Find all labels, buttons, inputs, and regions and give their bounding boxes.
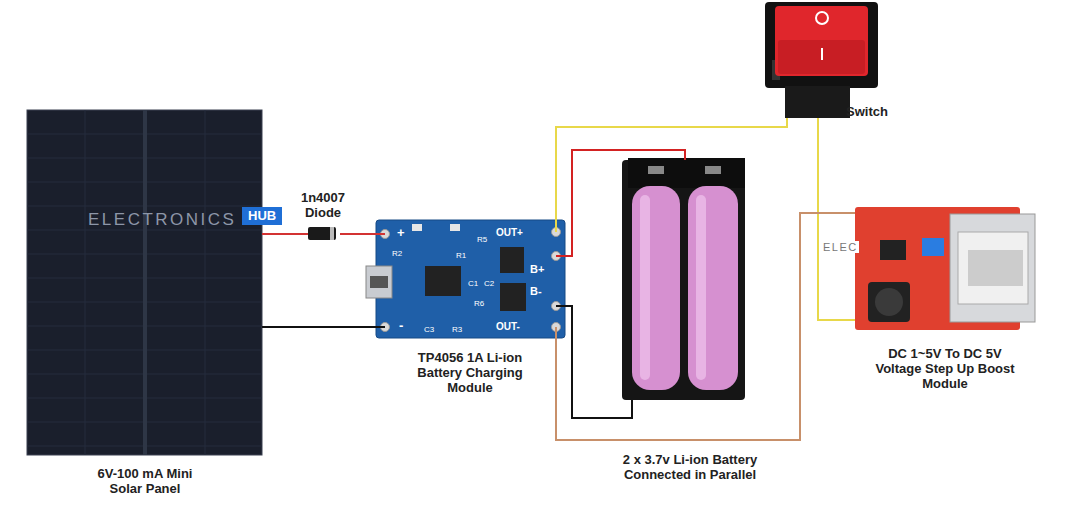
component-designator: C1 bbox=[468, 280, 478, 289]
wire-stub bbox=[376, 233, 385, 235]
charger-board-art bbox=[366, 266, 392, 298]
wire bbox=[565, 306, 632, 418]
solar-panel-art bbox=[27, 110, 262, 455]
pin-label: OUT- bbox=[496, 321, 520, 332]
solar-panel-art bbox=[27, 110, 262, 455]
caption-text: Switch bbox=[846, 104, 906, 119]
caption-text: 2 x 3.7v Li-ion Battery Connected in Par… bbox=[599, 452, 781, 482]
solar-panel-art bbox=[27, 110, 262, 455]
charger-board-art bbox=[500, 247, 524, 273]
diode-art bbox=[308, 227, 336, 240]
pin-label: + bbox=[397, 226, 405, 240]
watermark-tag: HUB bbox=[242, 207, 282, 225]
boost-board-art bbox=[855, 207, 1035, 330]
charger-board-art bbox=[450, 224, 460, 231]
diode-art bbox=[330, 227, 334, 240]
boost-board-art bbox=[950, 214, 1035, 322]
boost-board-art bbox=[922, 238, 944, 256]
wire-stub bbox=[556, 305, 565, 307]
battery-holder-art bbox=[688, 186, 738, 390]
wire bbox=[565, 150, 685, 256]
boost-board-art bbox=[868, 282, 910, 322]
component-designator: R2 bbox=[392, 250, 402, 259]
battery-holder-art bbox=[648, 166, 664, 174]
rocker-switch-art bbox=[765, 2, 878, 118]
solar-panel-art bbox=[143, 110, 147, 455]
wire-stub bbox=[555, 220, 557, 232]
wire-stub bbox=[376, 326, 385, 328]
battery-holder-art bbox=[696, 195, 706, 380]
wire bbox=[818, 118, 855, 320]
wire bbox=[340, 233, 376, 235]
rocker-switch-art bbox=[785, 86, 850, 118]
charger-board-art bbox=[500, 283, 526, 311]
wire bbox=[262, 233, 308, 235]
charger-board-art bbox=[370, 276, 388, 288]
caption-text: 1n4007 Diode bbox=[291, 190, 355, 220]
component-designator: R3 bbox=[452, 326, 462, 335]
boost-board-art bbox=[875, 288, 903, 316]
charger-board-art bbox=[412, 224, 422, 231]
battery-holder-art bbox=[640, 195, 650, 380]
rocker-switch-art bbox=[821, 48, 823, 60]
component-designator: R6 bbox=[474, 300, 484, 309]
boost-board-art bbox=[958, 232, 1028, 304]
pin-label: B- bbox=[530, 285, 542, 297]
rocker-switch: Switch bbox=[765, 2, 878, 118]
wire bbox=[556, 118, 787, 220]
pin-label: - bbox=[399, 319, 403, 333]
battery-holder-art bbox=[622, 160, 745, 400]
component-designator: C3 bbox=[424, 326, 434, 335]
diode-art bbox=[308, 227, 336, 240]
wire-stub bbox=[556, 255, 565, 257]
diode: 1n4007 Diode bbox=[308, 226, 340, 240]
watermark: ELEC bbox=[822, 241, 859, 253]
component-designator: R5 bbox=[477, 236, 487, 245]
battery-holder-art bbox=[705, 166, 721, 174]
battery-holder-art bbox=[632, 186, 680, 390]
watermark: ELECTRONICS bbox=[88, 211, 236, 230]
rocker-switch-art bbox=[775, 6, 868, 76]
wire-stub bbox=[376, 220, 565, 338]
rocker-switch-art bbox=[778, 40, 865, 74]
caption-text: TP4056 1A Li-ion Battery Charging Module bbox=[408, 350, 532, 395]
component-designator: C2 bbox=[484, 280, 494, 289]
wire bbox=[556, 213, 855, 440]
pin-label: OUT+ bbox=[496, 227, 523, 238]
charger-board-art bbox=[366, 220, 565, 338]
caption-text: DC 1~5V To DC 5V Voltage Step Up Boost M… bbox=[871, 346, 1019, 391]
pin-label: B+ bbox=[530, 263, 544, 275]
solar-panel: 6V-100 mA Mini Solar Panel bbox=[27, 110, 262, 455]
charger-board-art bbox=[425, 266, 461, 296]
wire bbox=[262, 326, 376, 328]
boost-board-art bbox=[968, 250, 1023, 286]
rocker-switch-art bbox=[765, 2, 878, 88]
charger-board-art bbox=[376, 220, 565, 338]
battery-holder-art bbox=[628, 158, 745, 188]
component-designator: R1 bbox=[456, 252, 466, 261]
wire-stub bbox=[555, 327, 557, 338]
battery-holder: 2 x 3.7v Li-ion Battery Connected in Par… bbox=[622, 160, 745, 400]
battery-holder-art bbox=[622, 158, 745, 400]
rocker-switch-art bbox=[816, 12, 828, 24]
boost-module: DC 1~5V To DC 5V Voltage Step Up Boost M… bbox=[855, 207, 1020, 330]
caption-text: 6V-100 mA Mini Solar Panel bbox=[83, 466, 207, 496]
boost-board-art bbox=[880, 240, 906, 260]
